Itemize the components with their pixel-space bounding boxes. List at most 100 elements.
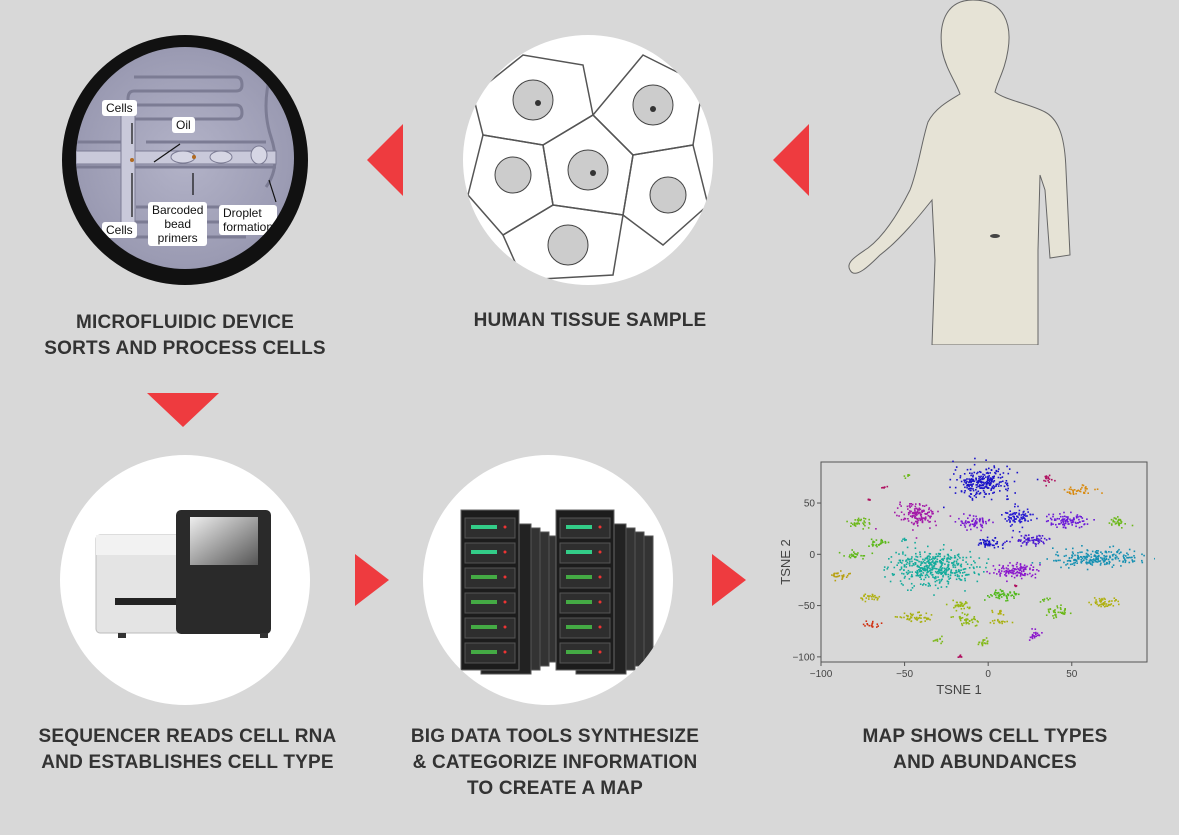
scatter-point [1039,601,1042,603]
scatter-point [1028,537,1030,539]
scatter-point [935,563,937,565]
scatter-point [908,505,911,507]
scatter-point [1000,590,1003,593]
scatter-point [1072,491,1074,493]
scatter-point [836,575,838,578]
scatter-point [1019,575,1022,577]
scatter-point [925,617,928,619]
scatter-point [955,560,958,563]
scatter-point [918,507,921,510]
scatter-point [943,567,946,570]
scatter-point [997,470,999,473]
scatter-point [1118,523,1120,525]
scatter-point [916,521,919,523]
scatter-point [932,565,935,568]
scatter-point [1084,557,1086,560]
scatter-point [840,570,842,572]
scatter-point [862,555,864,557]
scatter-point [993,491,995,494]
scatter-point [1105,603,1108,605]
scatter-point [1025,566,1027,569]
scatter-point [1105,555,1108,557]
scatter-point [1090,553,1092,556]
scatter-point [923,565,926,568]
scatter-point [975,522,978,525]
scatter-point [1102,602,1105,604]
scatter-point [941,567,944,569]
scatter-point [965,601,967,603]
scatter-point [919,555,922,558]
scatter-point [969,496,972,498]
caption-line: AND ESTABLISHES CELL TYPE [41,752,334,773]
scatter-point [1094,559,1096,562]
scatter-point [1026,565,1028,568]
scatter-point [1117,519,1120,522]
scatter-point [895,551,897,554]
scatter-point [961,612,964,614]
scatter-point [903,475,906,477]
scatter-point [1112,605,1115,607]
scatter-point [857,552,859,554]
scatter-point [961,622,963,625]
scatter-point [909,560,911,563]
scatter-point [985,566,987,569]
scatter-point [1091,564,1094,566]
scatter-point [915,514,917,516]
scatter-point [1041,632,1043,634]
scatter-point [997,591,1000,594]
scatter-point [1133,560,1136,562]
scatter-point [915,507,917,510]
scatter-point [1030,519,1032,521]
scatter-point [842,575,845,577]
scatter-point [1063,555,1066,557]
scatter-point [947,555,950,557]
scatter-point [909,618,911,620]
scatter-point [980,480,983,483]
scatter-point [1080,526,1083,528]
scatter-point [959,557,961,559]
scatter-point [973,524,976,526]
scatter-point [1074,521,1077,524]
scatter-point [957,553,960,556]
scatter-point [1010,594,1012,597]
scatter-point [1036,538,1038,540]
scatter-point [924,616,926,619]
scatter-point [1042,541,1044,543]
scatter-point [982,520,984,523]
sequencer-image [60,455,310,705]
scatter-point [1069,492,1072,495]
scatter-point [877,597,879,600]
scatter-point [1104,550,1107,553]
scatter-point [1043,537,1046,540]
scatter-point [1082,520,1085,522]
scatter-point [1111,524,1113,526]
scatter-point [1006,512,1009,514]
scatter-point [998,570,1000,573]
cluster-8 [1004,534,1051,547]
scatter-point [989,544,991,547]
scatter-point [971,472,973,475]
scatter-point [959,654,962,656]
scatter-point [1006,597,1008,599]
scatter-point [1005,575,1007,577]
scatter-point [909,506,911,509]
scatter-point [982,481,984,484]
scatter-point [891,573,894,575]
scatter-point [965,481,967,484]
scatter-point [1074,558,1076,561]
scatter-point [1095,557,1098,559]
scatter-point [834,579,837,582]
scatter-point [1048,478,1051,480]
scatter-point [966,478,968,480]
scatter-point [992,487,995,490]
scatter-point [911,560,913,563]
scatter-point [955,569,958,572]
scatter-point [970,479,973,481]
scatter-point [980,529,982,532]
scatter-point [1016,574,1019,576]
cluster-7 [977,536,1008,550]
scatter-point [999,588,1002,591]
scatter-point [1101,603,1103,605]
scatter-point [991,476,994,478]
scatter-point [973,616,976,618]
